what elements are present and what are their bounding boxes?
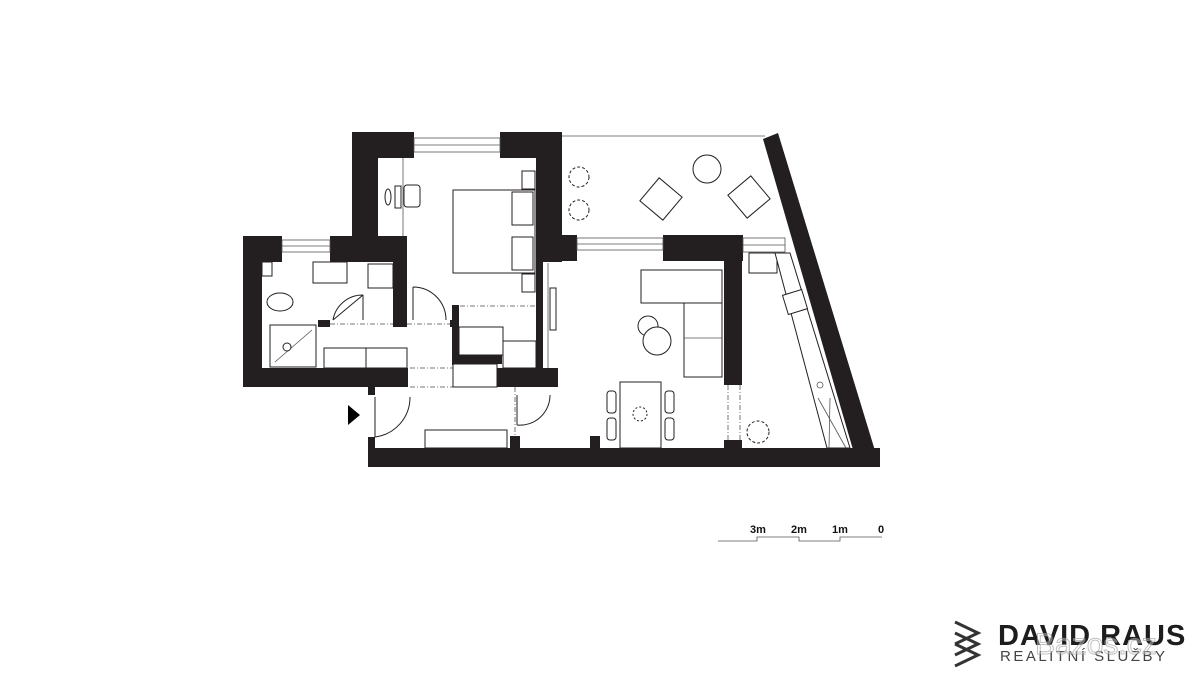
kitchen-sink — [748, 252, 778, 274]
terrace-furniture — [568, 154, 771, 221]
shower-drain — [282, 342, 292, 352]
cooktop — [781, 288, 809, 316]
entrance-arrow — [348, 405, 360, 425]
armchair — [727, 175, 771, 219]
terrace-table — [692, 154, 722, 184]
kitchen — [748, 252, 851, 449]
watermark: Bazos.cz — [1035, 628, 1158, 662]
cabinet — [261, 261, 273, 277]
desk — [394, 185, 402, 209]
dining-chair — [606, 390, 617, 414]
wardrobe — [323, 347, 367, 369]
scale-label: 3m — [750, 524, 766, 536]
entrance-jamb-top — [368, 387, 375, 395]
living-stub — [590, 436, 600, 448]
living-right-wall-stub — [724, 440, 742, 450]
logo-subtitle: REALITNÍ SLUŽBY — [1000, 648, 1168, 665]
bedroom-closet-wall — [536, 261, 543, 371]
nightstand — [521, 170, 536, 190]
living-door[interactable] — [516, 394, 551, 426]
entrance-door[interactable] — [374, 396, 411, 438]
sink — [312, 261, 348, 284]
plant — [568, 199, 590, 221]
bathroom-right-wall — [393, 262, 407, 327]
wardrobe — [452, 363, 498, 388]
pillow — [511, 191, 534, 226]
bottom-wall — [368, 448, 880, 467]
table-plant — [632, 406, 648, 422]
dining-chair — [606, 417, 617, 441]
pillow — [511, 236, 534, 271]
bedroom-door[interactable] — [412, 286, 447, 321]
tv — [549, 287, 557, 331]
scale-label: 1m — [832, 524, 848, 536]
washing-machine — [367, 263, 394, 289]
walls — [243, 132, 880, 467]
scale-label: 2m — [791, 524, 807, 536]
lamp — [384, 188, 392, 206]
bedroom-furniture — [384, 170, 536, 293]
living-furniture — [606, 269, 770, 449]
diagonal-outer-wall — [763, 133, 880, 467]
hall-wardrobe — [424, 429, 508, 449]
desk-chair — [403, 184, 421, 208]
fridge-icon — [816, 381, 824, 389]
living-top-wall-left — [536, 235, 577, 261]
chevron-stack-icon — [954, 620, 982, 668]
dining-chair — [664, 390, 675, 414]
wardrobes — [323, 287, 557, 449]
logo-name: DAVID RAUS — [998, 620, 1187, 652]
hall-wall — [497, 368, 558, 387]
sofa-chaise — [640, 269, 723, 304]
bathroom-bottom-wall — [243, 368, 408, 387]
bathroom-fixtures — [261, 261, 394, 368]
plant — [568, 166, 590, 188]
nightstand — [521, 273, 536, 293]
windows — [281, 135, 786, 368]
bedroom-wardrobe-wall-bottom — [452, 355, 502, 364]
bathroom-top-wall-right — [330, 236, 407, 262]
bathroom-left-wall — [243, 236, 262, 387]
hall-stub — [510, 436, 520, 448]
living-right-wall — [724, 235, 742, 385]
armchair — [639, 177, 683, 221]
sofa — [683, 302, 723, 378]
bedroom-wardrobe-wall — [452, 305, 459, 365]
dining-chair — [664, 417, 675, 441]
scale-bar — [718, 536, 882, 542]
bathroom-door[interactable] — [332, 294, 364, 321]
scale-label: 0 — [878, 524, 885, 536]
plant — [746, 420, 770, 444]
coffee-table — [642, 326, 672, 356]
toilet — [266, 292, 294, 312]
wardrobe — [502, 340, 537, 369]
wardrobe — [365, 347, 408, 369]
wardrobe — [458, 326, 504, 356]
bathroom-door-jamb — [318, 320, 330, 327]
